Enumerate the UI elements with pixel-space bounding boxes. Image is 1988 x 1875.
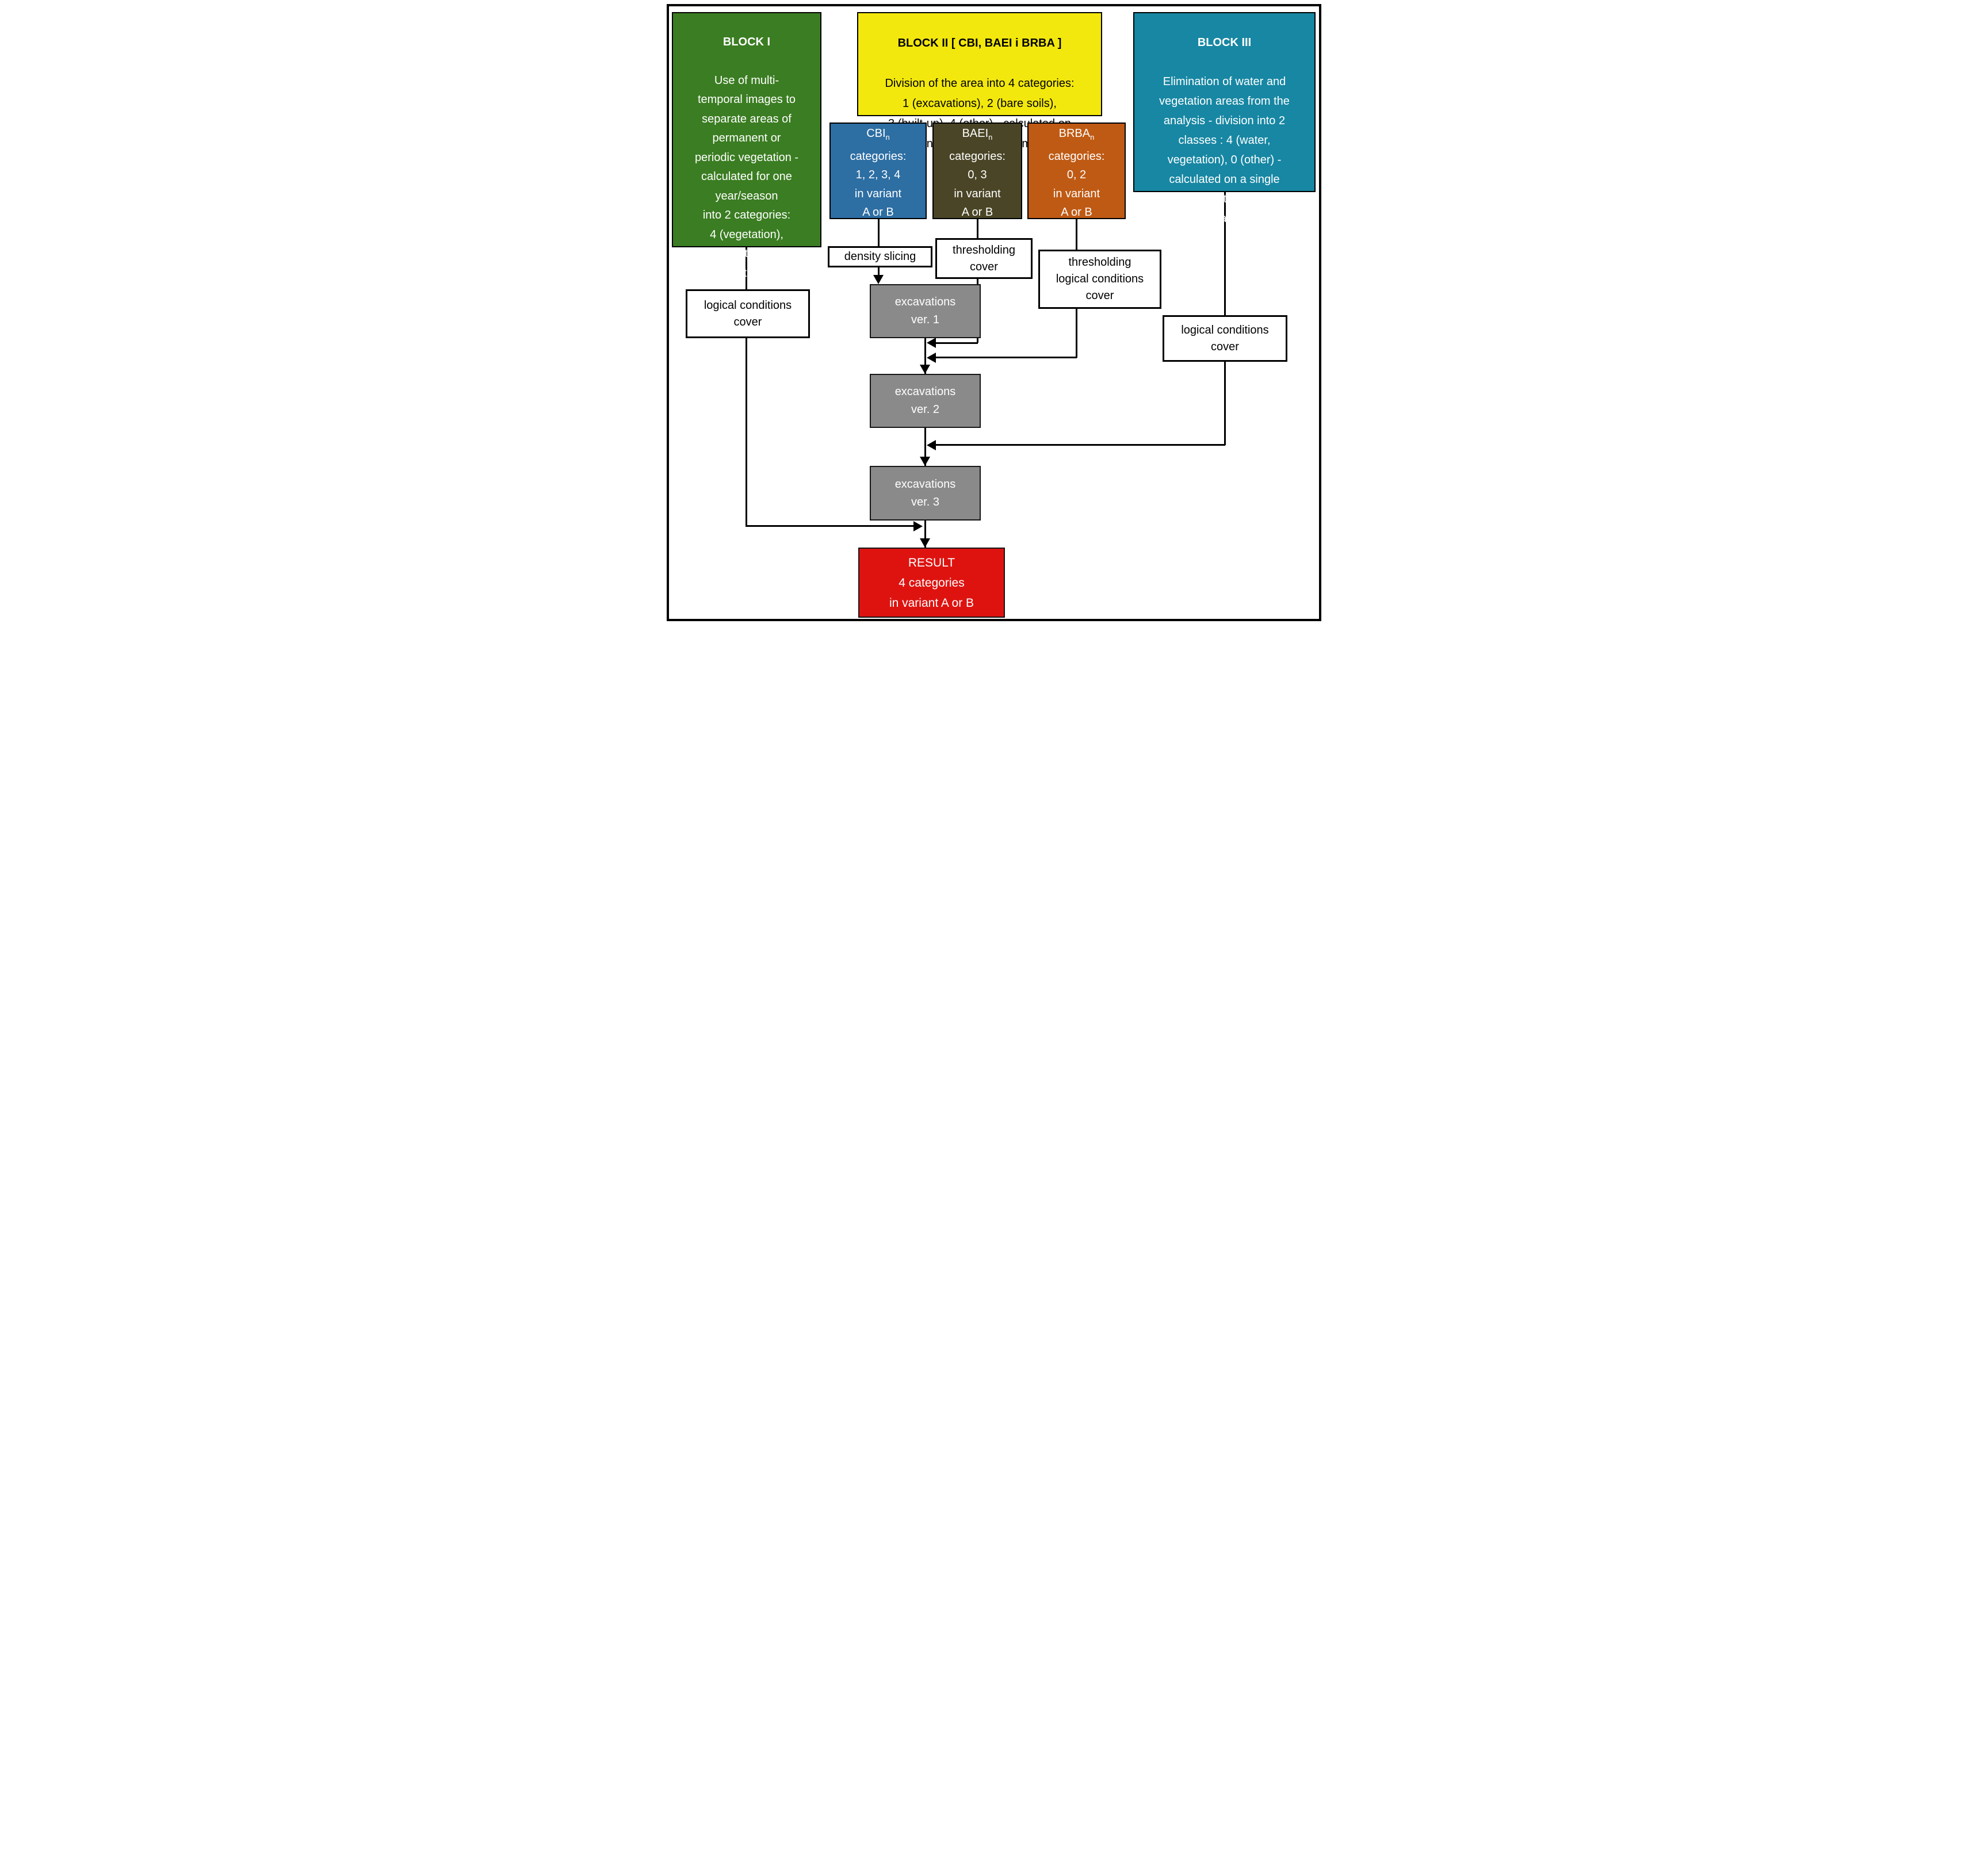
thresholding-logical-conditions-box: thresholding logical conditions cover [1038, 250, 1161, 309]
connector-merge2 [933, 357, 1077, 358]
baei-box: BAEIn categories: 0, 3 in variant A or B [932, 123, 1022, 219]
block-ii-title: BLOCK II [ CBI, BAEI i BRBA ] [897, 37, 1062, 49]
density-slicing-label: density slicing [844, 250, 916, 263]
baei-label: BAEIn [962, 127, 993, 141]
connector-merge3 [933, 444, 1225, 446]
brba-label: BRBAn [1058, 127, 1095, 141]
cbi-subscript: n [885, 133, 890, 141]
excavations-ver1-box: excavations ver. 1 [870, 284, 981, 338]
arrowhead-into-ver3 [920, 457, 930, 466]
thresholding-cover-label: thresholding cover [953, 243, 1015, 273]
brba-body: categories: 0, 2 in variant A or B [1048, 150, 1105, 219]
block-i-title: BLOCK I [722, 35, 771, 48]
block-iii-title: BLOCK III [1197, 36, 1252, 49]
block-i: BLOCK I Use of multi- temporal images to… [672, 12, 821, 280]
arrowhead-into-result [920, 538, 930, 548]
excavations-ver1-label: excavations ver. 1 [894, 296, 956, 326]
connector-ver1-ver2 [924, 338, 926, 374]
result-box: RESULT 4 categories in variant A or B [858, 548, 1005, 618]
logical-conditions-right-box: logical conditions cover [1163, 315, 1287, 362]
connector-block1-right [746, 525, 915, 527]
connector-baei-down [977, 219, 978, 343]
connector-ver2-ver3 [924, 428, 926, 466]
flowchart-canvas: BLOCK I Use of multi- temporal images to… [663, 0, 1325, 625]
block-ii: BLOCK II [ CBI, BAEI i BRBA ] Division o… [857, 12, 1102, 150]
arrowhead-block1-merge [913, 521, 923, 531]
baei-subscript: n [988, 133, 993, 141]
connector-block1-down [746, 247, 747, 527]
thresholding-cover-box: thresholding cover [935, 238, 1033, 279]
block-iii: BLOCK III Elimination of water and veget… [1133, 12, 1316, 225]
arrowhead-merge1 [927, 338, 936, 348]
flowchart-frame [667, 4, 1321, 621]
arrowhead-into-ver2 [920, 365, 930, 374]
arrowhead-merge2 [927, 353, 936, 363]
cbi-box: CBIn categories: 1, 2, 3, 4 in variant A… [829, 123, 927, 219]
arrowhead-merge3 [927, 440, 936, 450]
arrowhead-into-ver1 [873, 275, 884, 284]
connector-merge1 [933, 342, 978, 344]
logical-conditions-right-label: logical conditions cover [1181, 323, 1269, 353]
density-slicing-box: density slicing [828, 246, 932, 267]
brba-box: BRBAn categories: 0, 2 in variant A or B [1027, 123, 1126, 219]
excavations-ver2-label: excavations ver. 2 [894, 385, 956, 416]
connector-ver3-result [924, 521, 926, 548]
excavations-ver3-box: excavations ver. 3 [870, 466, 981, 521]
logical-conditions-left-box: logical conditions cover [686, 289, 810, 338]
thresholding-logical-conditions-label: thresholding logical conditions cover [1056, 256, 1144, 302]
block-iii-body: Elimination of water and vegetation area… [1159, 75, 1290, 225]
cbi-body: categories: 1, 2, 3, 4 in variant A or B [850, 150, 907, 219]
logical-conditions-left-label: logical conditions cover [704, 299, 792, 328]
baei-body: categories: 0, 3 in variant A or B [949, 150, 1006, 219]
brba-subscript: n [1090, 133, 1095, 141]
cbi-label: CBIn [866, 127, 890, 141]
result-label: RESULT 4 categories in variant A or B [889, 556, 974, 610]
block-i-body: Use of multi- temporal images to separat… [694, 74, 799, 280]
excavations-ver2-box: excavations ver. 2 [870, 374, 981, 428]
excavations-ver3-label: excavations ver. 3 [894, 477, 956, 508]
